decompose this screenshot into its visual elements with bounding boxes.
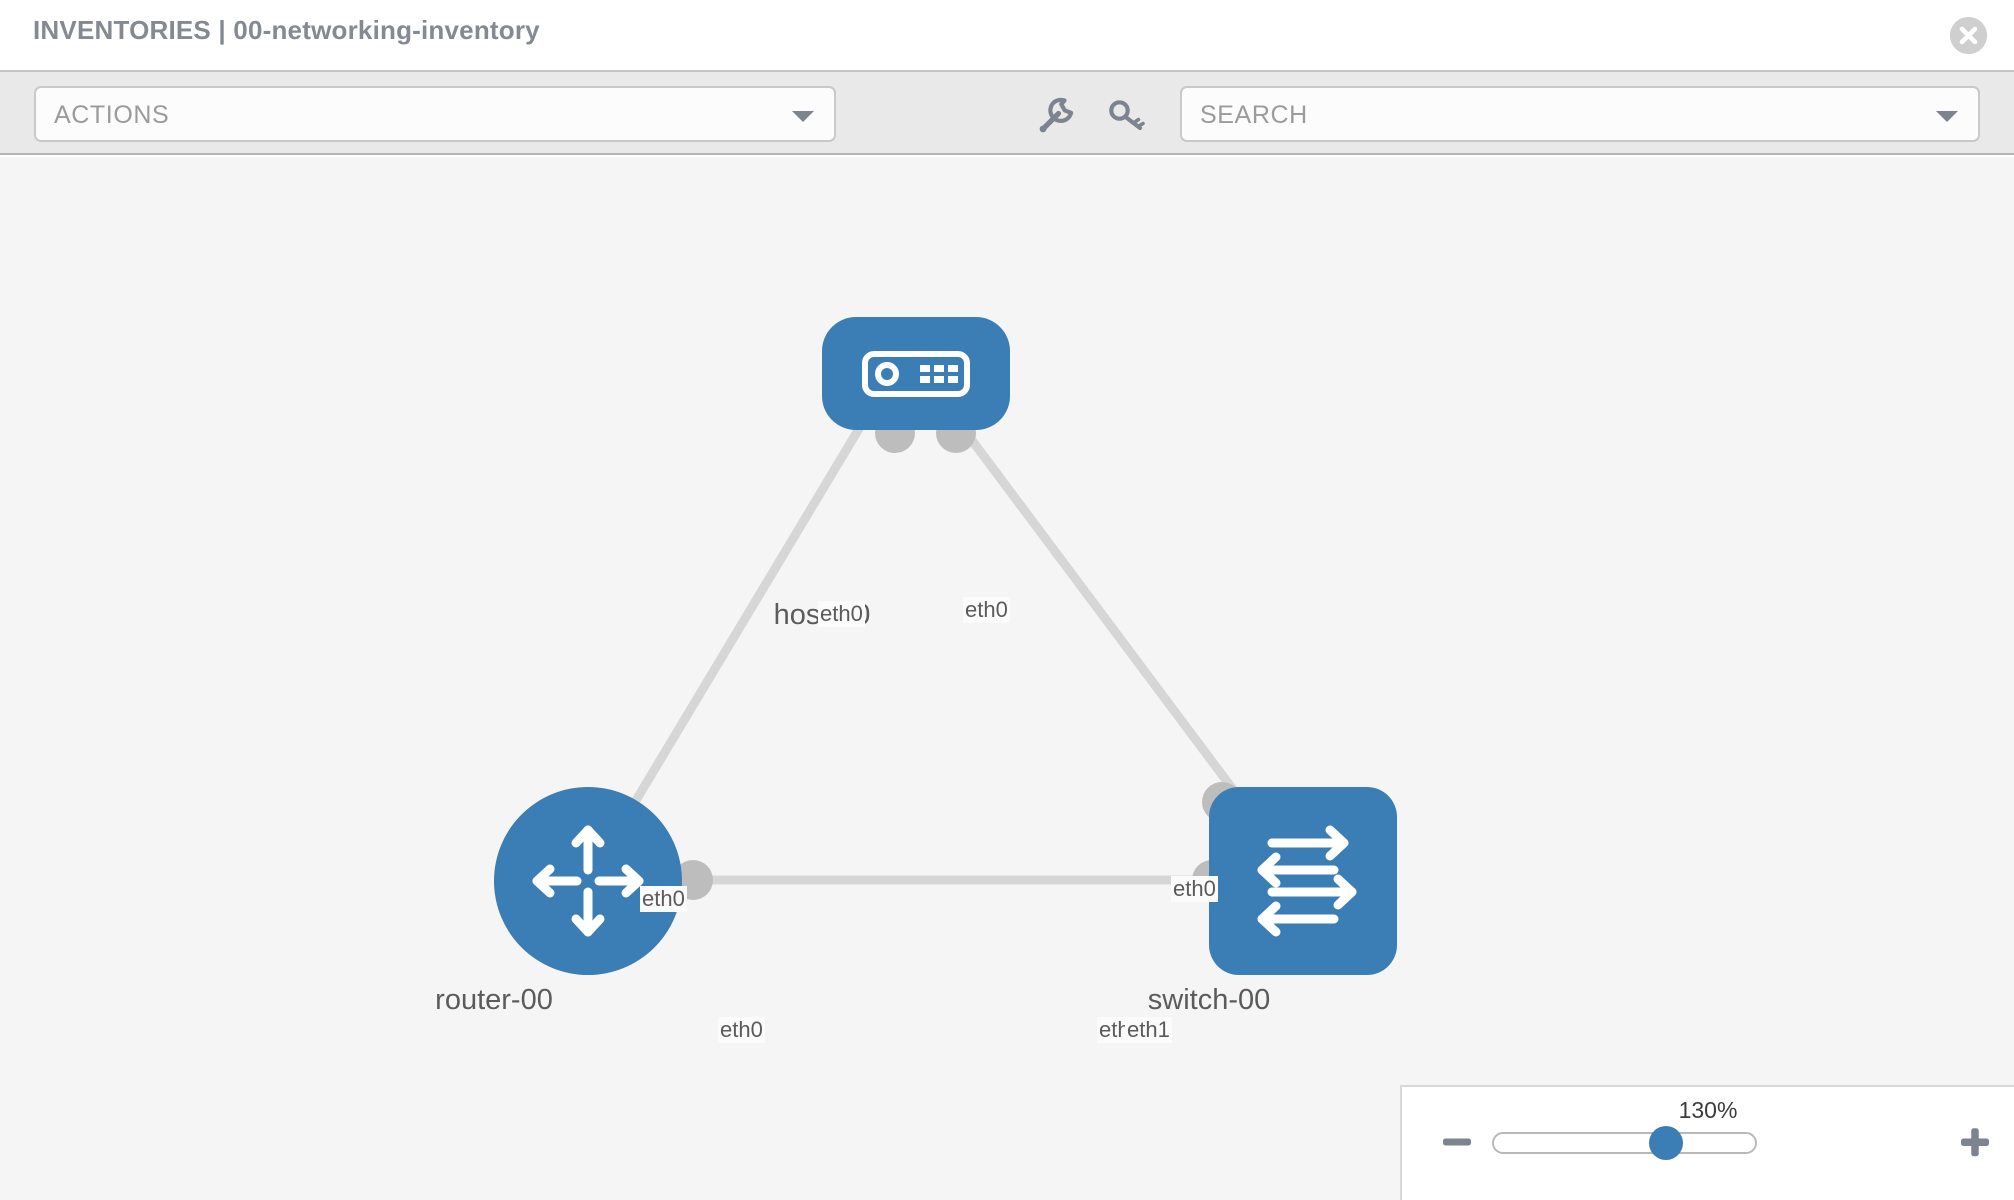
toolbar: ACTIONS SEARCH	[0, 70, 2014, 155]
zoom-slider-thumb[interactable]	[1649, 1126, 1684, 1160]
zoom-control-panel: 130%	[1400, 1085, 2014, 1200]
interface-label: eth0	[640, 886, 687, 912]
topology-edges	[598, 424, 1280, 885]
chevron-down-icon	[792, 111, 814, 122]
router-arrows-icon	[494, 787, 682, 975]
topology-canvas[interactable]: host-00 router-00	[0, 157, 2014, 1200]
zoom-slider[interactable]	[1492, 1126, 1757, 1160]
interface-label: eth1	[1125, 1017, 1172, 1043]
interface-label: eth0	[818, 601, 865, 627]
wrench-icon[interactable]	[1034, 94, 1078, 138]
page-title: INVENTORIES | 00-networking-inventory	[33, 15, 540, 45]
interface-label: eth0	[963, 597, 1010, 623]
minus-icon[interactable]	[1440, 1125, 1474, 1159]
key-icon[interactable]	[1104, 94, 1148, 138]
switch-arrows-icon	[1209, 787, 1397, 975]
zoom-level-value: 130%	[1678, 1097, 1738, 1123]
chevron-down-icon[interactable]	[1936, 111, 1958, 122]
node-label-router-00: router-00	[432, 984, 556, 1017]
actions-dropdown[interactable]: ACTIONS	[34, 86, 836, 142]
actions-dropdown-label: ACTIONS	[54, 101, 170, 129]
close-icon[interactable]	[1950, 17, 1987, 54]
server-icon	[822, 317, 1010, 430]
search-placeholder: SEARCH	[1200, 101, 1308, 129]
page-header: INVENTORIES | 00-networking-inventory	[0, 0, 2014, 70]
interface-label: eth0	[1171, 876, 1218, 902]
node-label-switch-00: switch-00	[1144, 984, 1274, 1017]
plus-icon[interactable]	[1958, 1125, 1992, 1159]
search-input[interactable]: SEARCH	[1180, 86, 1980, 142]
interface-label: eth0	[718, 1017, 765, 1043]
